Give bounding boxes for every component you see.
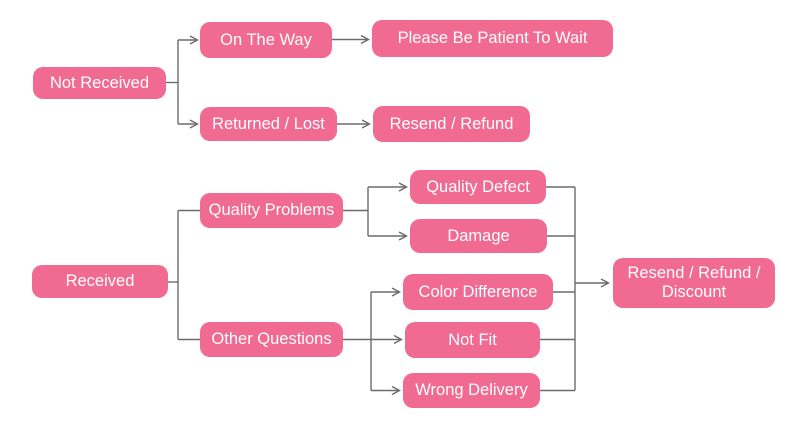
- node-wrong-delivery: Wrong Delivery: [403, 373, 540, 408]
- node-quality-problems: Quality Problems: [200, 193, 343, 228]
- node-quality-defect: Quality Defect: [410, 170, 546, 204]
- node-other-questions: Other Questions: [200, 322, 343, 357]
- node-resend-refund: Resend / Refund: [373, 106, 530, 142]
- node-on-the-way: On The Way: [200, 22, 332, 58]
- node-not-received: Not Received: [33, 67, 166, 99]
- node-color-difference: Color Difference: [403, 274, 553, 310]
- node-received: Received: [32, 265, 168, 298]
- node-please-be-patient-to-wait: Please Be Patient To Wait: [372, 20, 613, 57]
- node-resend-refund-discount: Resend / Refund / Discount: [613, 258, 775, 308]
- node-returned-lost: Returned / Lost: [200, 107, 337, 141]
- node-not-fit: Not Fit: [405, 322, 540, 358]
- node-damage: Damage: [410, 219, 547, 253]
